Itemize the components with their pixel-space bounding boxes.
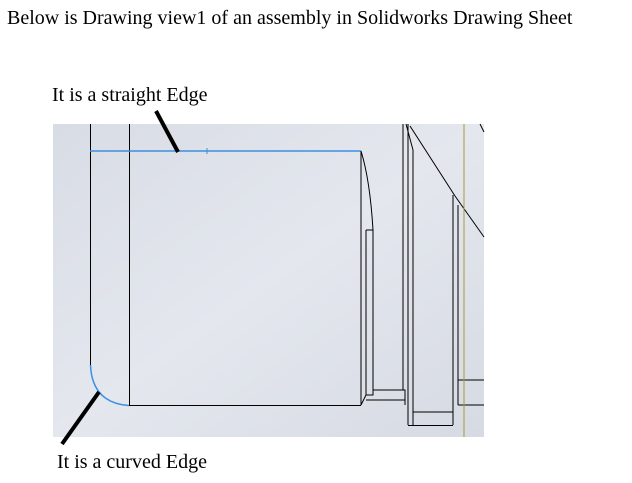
- straight-edge-leader: [154, 110, 180, 153]
- step-bottom-profile[interactable]: [360, 389, 406, 406]
- right-step-profile[interactable]: [458, 379, 484, 406]
- diagonal-edge-lower[interactable]: [454, 195, 485, 238]
- curved-edge[interactable]: [89, 364, 130, 407]
- page-heading: Below is Drawing view1 of an assembly in…: [7, 7, 573, 29]
- straight-edge-callout: It is a straight Edge: [52, 84, 208, 106]
- curved-edge-callout: It is a curved Edge: [57, 451, 207, 473]
- flange-top-diag[interactable]: [405, 123, 414, 151]
- edge-midpoint-marker: [204, 148, 210, 154]
- drawing-sheet-area[interactable]: [53, 124, 484, 437]
- curved-edge-leader: [60, 390, 101, 446]
- right-chamfer-curve[interactable]: [360, 150, 374, 231]
- top-right-stub[interactable]: [479, 123, 485, 133]
- diagonal-edge[interactable]: [409, 125, 456, 197]
